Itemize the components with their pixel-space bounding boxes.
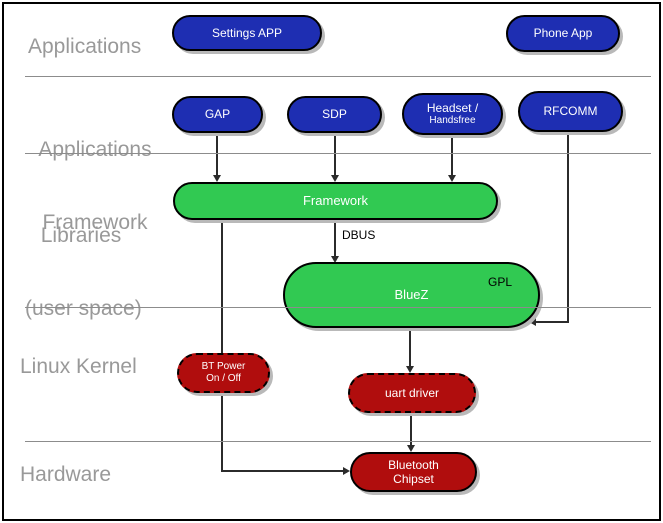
edge-headset-framework-arrowhead (448, 175, 456, 182)
edge-uart-chipset-arrowhead (407, 445, 415, 452)
edge-rfcomm-bluez-arrowhead (529, 318, 536, 326)
row-label-applications-framework-line2: Framework (42, 210, 148, 234)
node-rfcomm: RFCOMM (518, 91, 623, 132)
node-bluetooth-chipset-line1: Bluetooth (388, 457, 439, 472)
row-label-linux-kernel: Linux Kernel (20, 355, 137, 378)
row-label-applications-framework: Applications Framework (22, 90, 168, 283)
row-label-hardware: Hardware (20, 463, 112, 486)
edge-framework-chipset-vline (221, 220, 223, 472)
node-headset-handsfree: Headset / Handsfree (402, 93, 503, 135)
row-label-libraries: Libraries (user space) (25, 176, 142, 369)
edge-bluez-uart-arrowhead (406, 366, 414, 373)
dbus-edge-label: DBUS (342, 228, 376, 242)
node-bluetooth-chipset: Bluetooth Chipset (350, 452, 477, 492)
node-bluez-label: BlueZ (394, 287, 429, 303)
row-label-applications-framework-line1: Applications (38, 138, 152, 162)
separator-framework (25, 153, 651, 154)
edge-uart-chipset-line (410, 413, 412, 447)
node-framework: Framework (173, 182, 498, 220)
edge-rfcomm-bluez-vline (567, 132, 569, 323)
edge-gap-framework-line (216, 132, 218, 177)
separator-applications (25, 76, 651, 77)
node-bt-power-line2: On / Off (206, 373, 241, 384)
node-gap: GAP (172, 96, 263, 133)
node-settings-app: Settings APP (172, 15, 322, 51)
node-bluez: GPL BlueZ (283, 262, 540, 328)
row-label-libraries-line1: Libraries (40, 224, 122, 248)
edge-bluez-uart-line (409, 328, 411, 368)
edge-framework-bluez-line (334, 220, 336, 258)
gpl-license-tag: GPL (487, 275, 512, 289)
edge-headset-framework-line (451, 134, 453, 177)
edge-framework-chipset-arrowhead (343, 467, 350, 475)
separator-libraries (25, 307, 651, 308)
edge-sdp-framework-arrowhead (331, 175, 339, 182)
edge-rfcomm-bluez-hline (536, 321, 569, 323)
edge-sdp-framework-line (334, 132, 336, 177)
row-label-libraries-line2: (user space) (25, 296, 142, 320)
node-bt-power-line1: BT Power (201, 361, 246, 372)
edge-framework-chipset-hline (221, 470, 343, 472)
node-bluetooth-chipset-line2: Chipset (393, 472, 434, 486)
node-sdp: SDP (287, 96, 382, 133)
separator-kernel (25, 441, 651, 442)
row-label-applications: Applications (28, 35, 142, 58)
edge-gap-framework-arrowhead (213, 175, 221, 182)
node-bt-power: BT Power On / Off (177, 353, 270, 393)
node-headset-handsfree-line1: Headset / (426, 100, 479, 115)
edge-framework-bluez-arrowhead (331, 256, 339, 263)
node-headset-handsfree-line2: Handsfree (429, 115, 476, 127)
node-uart-driver: uart driver (348, 373, 476, 413)
node-phone-app: Phone App (506, 15, 620, 52)
